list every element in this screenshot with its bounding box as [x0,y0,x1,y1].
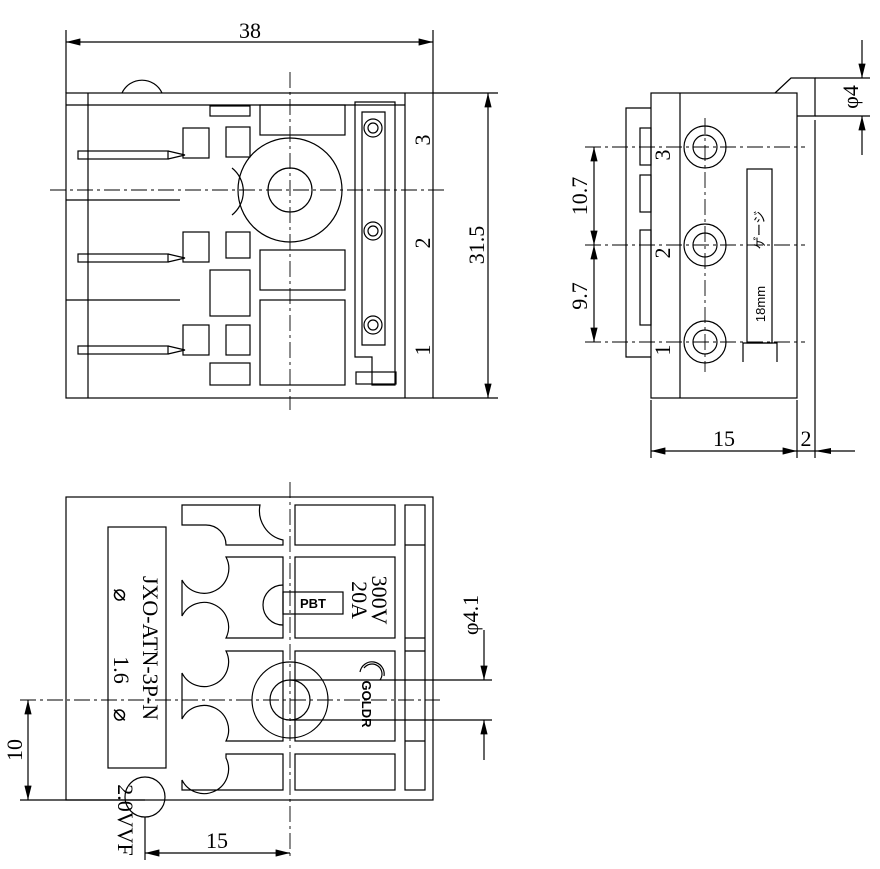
model-label: JXO-ATN-3P-N [138,576,163,720]
side-pin-3: 3 [650,150,675,161]
width-dimension: 38 [239,18,261,43]
gauge-size: 18mm [753,286,768,322]
hole-note: 2.0VVF [113,784,138,856]
pin-2 [77,231,210,263]
pin-3 [77,127,210,160]
pin-number-2: 2 [410,238,435,249]
pin-1 [77,324,210,356]
depth-dimension: 15 [713,426,735,451]
height-dimension: 31.5 [464,226,489,265]
vertical-dimension: 10 [2,739,27,761]
brand-label: GOLDR [359,681,374,729]
side-view: ゲージ 18mm 3 2 1 10.7 9.7 φ4 15 2 [567,40,870,458]
gauge-label: ゲージ [752,211,767,250]
current-rating: 20A [347,581,372,619]
side-pin-2: 2 [650,248,675,259]
hole-diameter-dimension: φ4 [838,85,863,109]
hole-diameter-dimension-bottom: φ4.1 [458,595,483,635]
material-label: PBT [300,596,326,611]
pitch-upper-dimension: 10.7 [567,177,592,216]
offset-dimension: 2 [801,426,812,451]
bottom-view: JXO-ATN-3P-N ⌀ 1.6 ⌀ 2.0VVF PBT 300V 20A… [2,482,492,860]
voltage-rating: 300V [367,576,392,625]
thickness-label: 1.6 [109,656,134,684]
pin-number-3: 3 [410,135,435,146]
top-view: 3 2 1 38 31.5 [50,18,498,410]
brand-logo [359,661,385,681]
symbol-2: ⌀ [109,708,134,721]
pin-number-1: 1 [410,345,435,356]
symbol-1: ⌀ [109,588,134,601]
side-pin-1: 1 [650,345,675,356]
pitch-lower-dimension: 9.7 [567,282,592,310]
horizontal-dimension: 15 [206,828,228,853]
